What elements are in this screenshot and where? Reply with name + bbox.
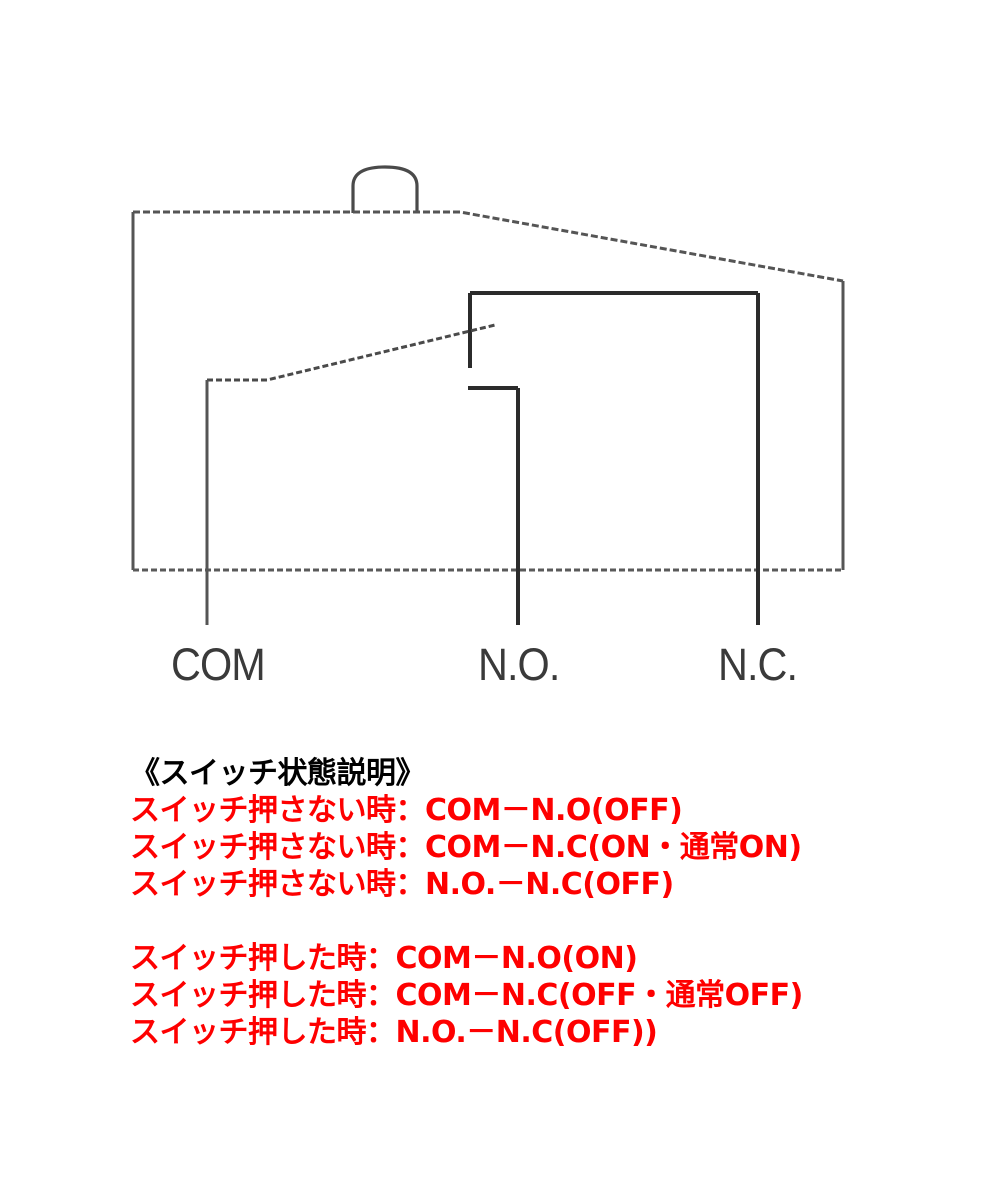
- schematic-svg: [131, 165, 845, 625]
- switch-schematic-diagram: [131, 165, 845, 625]
- explanation-released-line-3: スイッチ押さない時：N.O.－N.C(OFF): [130, 867, 674, 902]
- switch-state-explanation: 《スイッチ状態説明》 スイッチ押さない時：COM－N.O(OFF) スイッチ押さ…: [130, 755, 950, 1051]
- com-movable-contact-arm: [207, 323, 496, 382]
- terminal-label-com: COM: [171, 639, 266, 690]
- terminal-label-no: N.O.: [478, 639, 560, 690]
- explanation-heading: 《スイッチ状態説明》: [130, 756, 426, 791]
- explanation-released-line-1: スイッチ押さない時：COM－N.O(OFF): [130, 793, 683, 828]
- push-button-dome-icon: [351, 165, 419, 213]
- housing-top-edge: [133, 210, 844, 283]
- explanation-pressed-line-1: スイッチ押した時：COM－N.O(ON): [130, 941, 638, 976]
- explanation-paragraph-gap: [130, 903, 950, 940]
- explanation-pressed-line-3: スイッチ押した時：N.O.－N.C(OFF)): [130, 1015, 658, 1050]
- terminal-label-nc: N.C.: [718, 639, 798, 690]
- explanation-released-line-2: スイッチ押さない時：COM－N.C(ON・通常ON): [130, 830, 802, 865]
- explanation-pressed-line-2: スイッチ押した時：COM－N.C(OFF・通常OFF): [130, 978, 803, 1013]
